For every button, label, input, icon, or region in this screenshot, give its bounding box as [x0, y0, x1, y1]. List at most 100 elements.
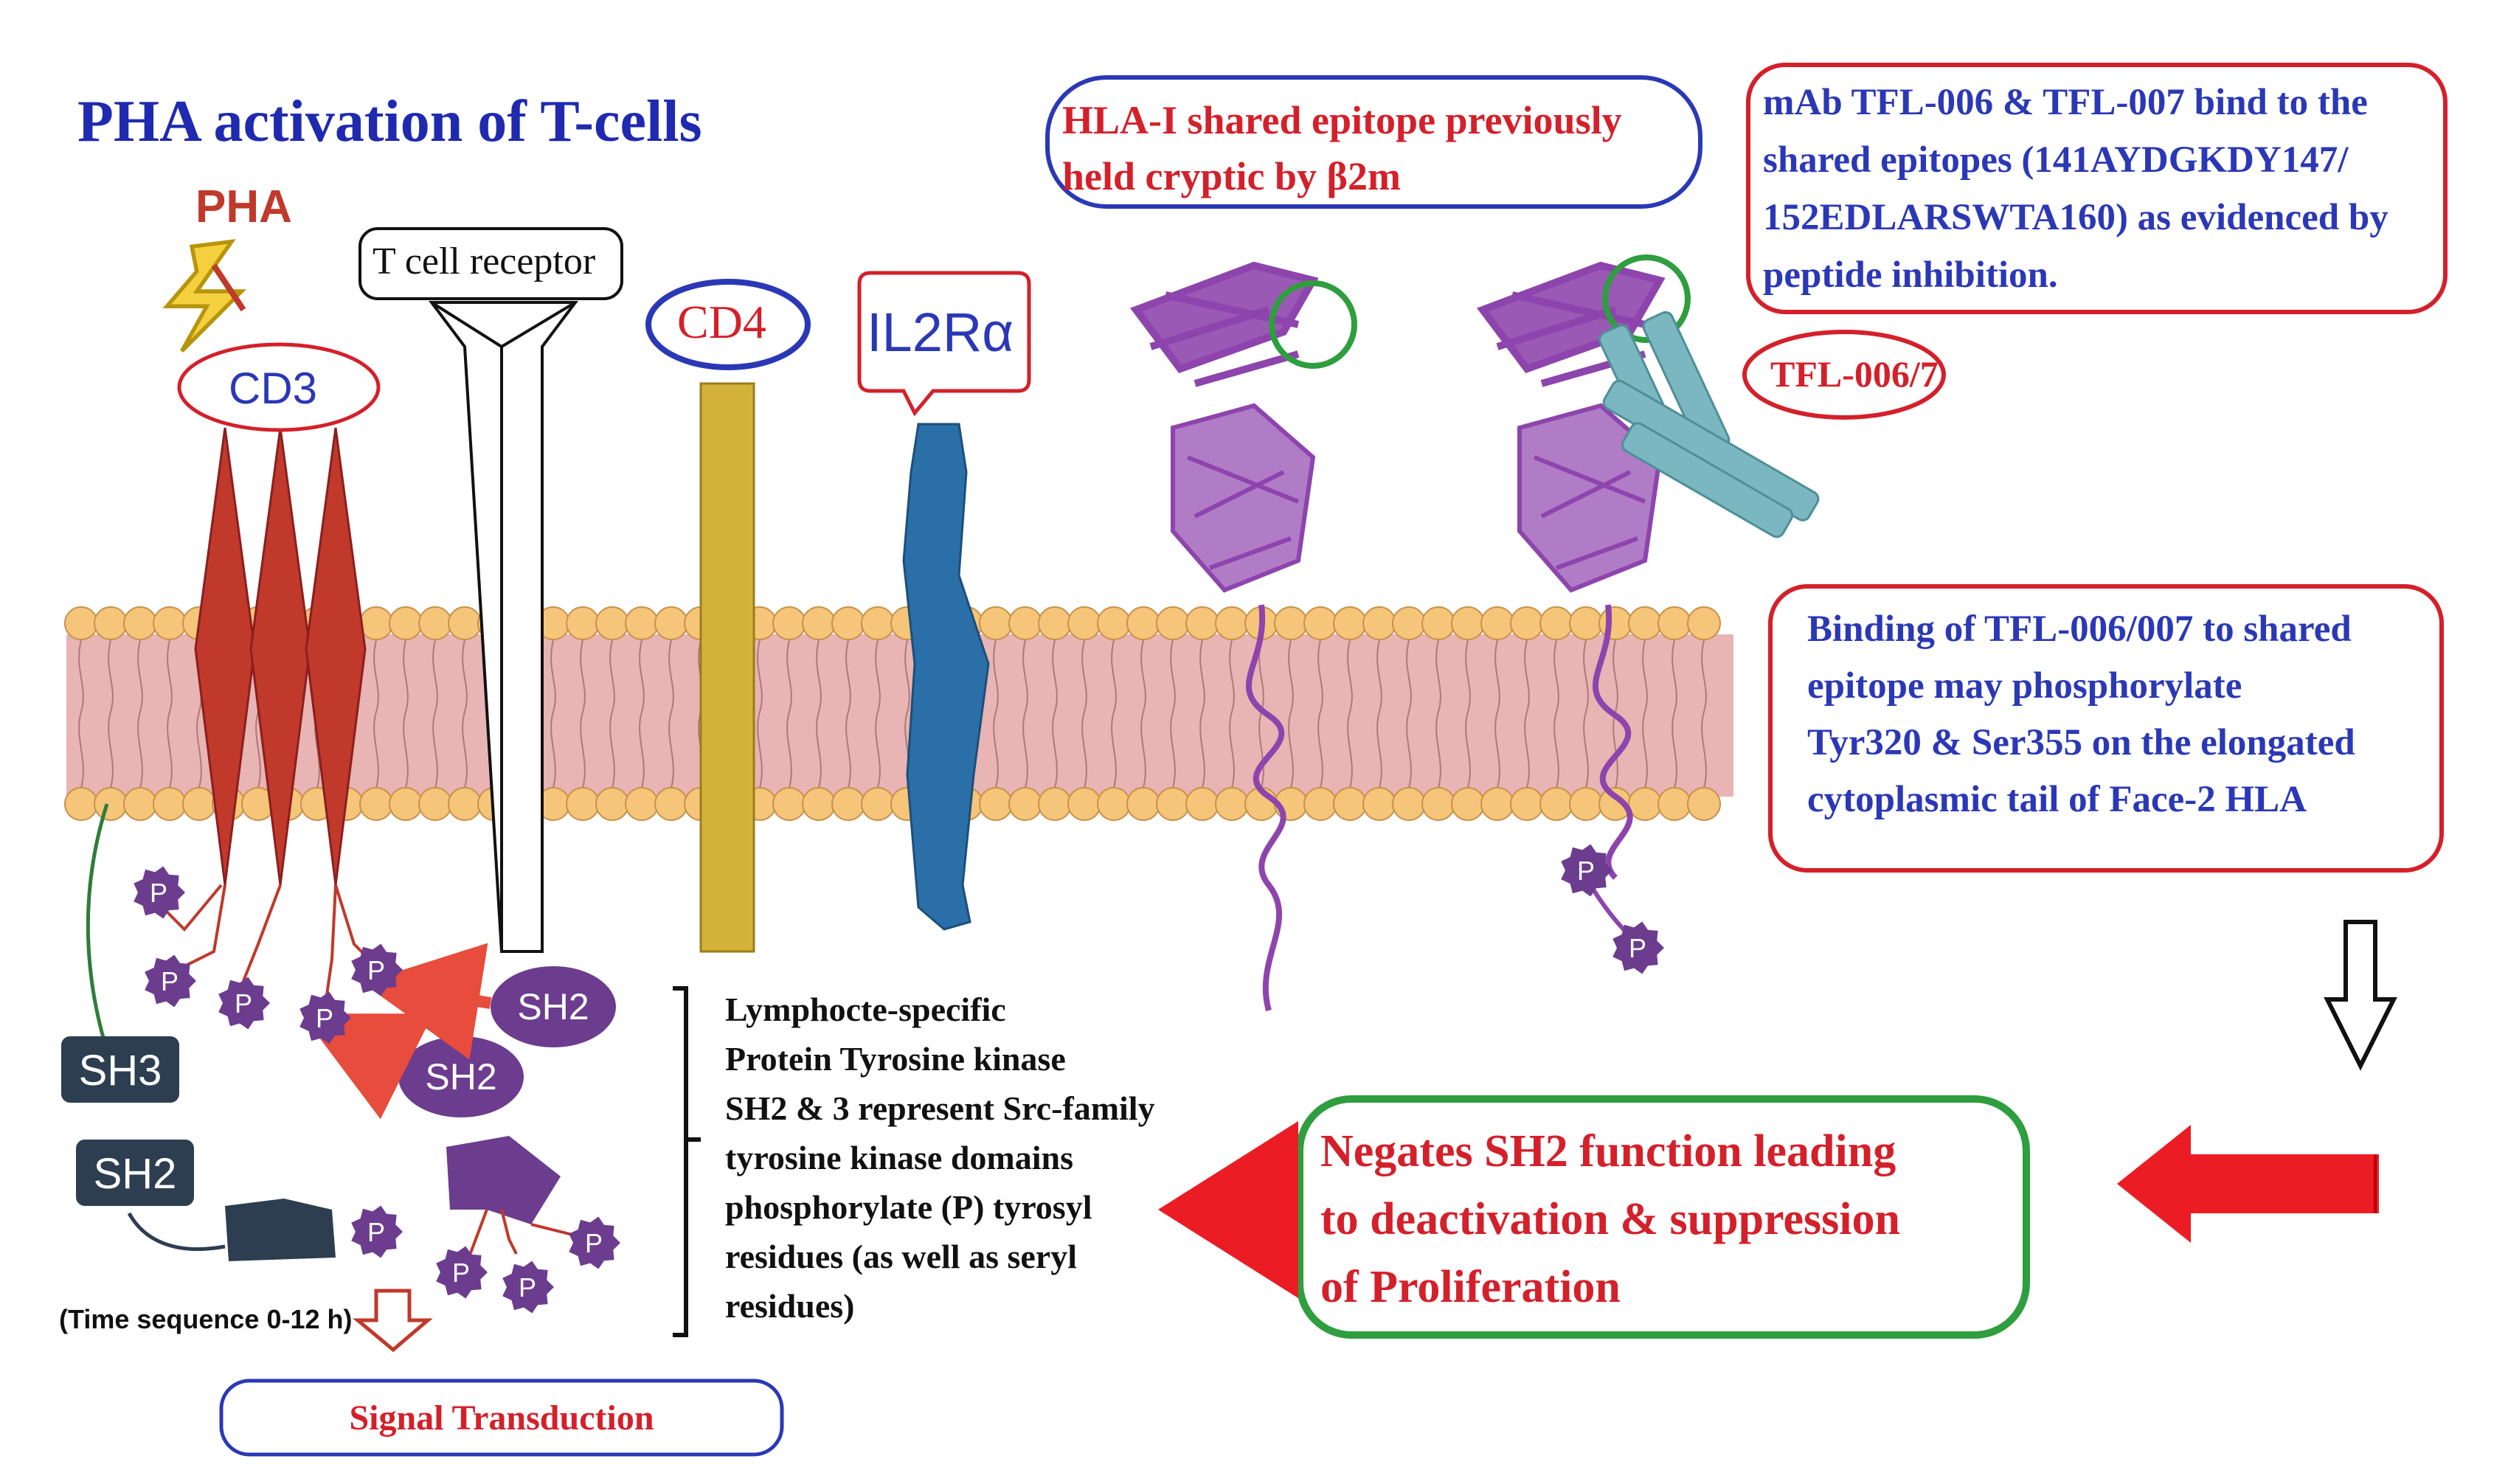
lipid-tail — [993, 639, 999, 788]
lipid-head — [1215, 606, 1249, 640]
lipid-head — [1362, 787, 1396, 821]
cd4-rod — [699, 382, 755, 953]
lipid-head — [802, 787, 836, 821]
lipid-head — [123, 787, 157, 821]
pha-label: PHA — [195, 181, 292, 232]
lipid-tail — [1288, 639, 1294, 788]
lipid-head — [654, 787, 688, 821]
kinase-domain — [225, 1199, 336, 1261]
binding-line-4: cytoplasmic tail of Face-2 HLA — [1807, 779, 2307, 820]
negates-line-2: to deactivation & suppression — [1320, 1194, 1900, 1244]
lipid-head — [153, 606, 187, 640]
phospho-badge — [502, 1261, 554, 1314]
lipid-tail — [1524, 639, 1530, 788]
phospho-badge — [436, 1246, 488, 1299]
sh3-box — [61, 1036, 179, 1103]
phospho-group: P — [351, 1205, 403, 1258]
lipid-head — [418, 787, 452, 821]
lipid-tail — [137, 639, 143, 788]
lck-line-3: SH2 & 3 represent Src-family — [725, 1089, 1155, 1127]
lipid-head — [1510, 787, 1544, 821]
lipid-tail — [1406, 639, 1412, 788]
lck-note: Lymphocte-specific Protein Tyrosine kina… — [725, 985, 1197, 1331]
phospho-group: P — [1561, 844, 1612, 897]
lightning-bolt-icon — [162, 239, 247, 353]
lipid-tail — [757, 639, 763, 788]
lipid-head — [1008, 606, 1042, 640]
sh2-arrow-lower — [301, 1013, 434, 1120]
kinase-blob — [446, 1136, 561, 1224]
sh2-oval-upper — [491, 966, 616, 1047]
sh2-label-upper: SH2 — [517, 986, 589, 1027]
il2ra-callout-bubble — [857, 271, 1031, 417]
hollow-down-arrow-icon — [2324, 920, 2397, 1071]
hla-molecule-2 — [1476, 261, 1666, 954]
antibody-shape — [1598, 311, 1820, 538]
phospho-label: P — [452, 1258, 470, 1288]
signal-transduction-box — [219, 1379, 784, 1457]
il2ra-label: IL2Rα — [867, 302, 1014, 363]
pha-arrow — [211, 263, 246, 312]
lipid-tail — [609, 639, 615, 788]
phospho-badge — [145, 954, 196, 1008]
lipid-tail — [1052, 639, 1058, 788]
lipid-tail — [786, 639, 792, 788]
lipid-tail — [875, 639, 881, 788]
lipid-head — [1362, 606, 1396, 640]
phospho-group: P — [502, 1261, 554, 1314]
lipid-head — [182, 787, 216, 821]
lipid-head — [1126, 787, 1160, 821]
mab-callout-box — [1746, 63, 2448, 314]
lipid-tail — [1376, 639, 1382, 788]
lipid-head — [654, 606, 688, 640]
lipid-head — [1628, 606, 1662, 640]
lipid-head — [1539, 787, 1573, 821]
phospho-badge — [1561, 844, 1612, 897]
sh2-box-left — [76, 1140, 194, 1206]
lipid-head — [625, 787, 659, 821]
phospho-label: P — [235, 988, 252, 1019]
binding-line-3: Tyr320 & Ser355 on the elongated — [1807, 722, 2355, 763]
signal-transduction-label: Signal Transduction — [349, 1398, 654, 1438]
lipid-tail — [373, 639, 379, 788]
lipid-tail — [1022, 639, 1028, 788]
sh2-arrow-upper — [361, 943, 492, 1060]
lipid-tail — [1494, 639, 1500, 788]
lipid-head — [1097, 787, 1131, 821]
lipid-head — [1451, 787, 1485, 821]
lipid-head — [94, 787, 128, 821]
phospho-badge — [351, 943, 403, 996]
hla-epitope-line-2: held cryptic by β2m — [1062, 154, 1401, 198]
lipid-head — [772, 787, 806, 821]
phospho-group: P — [1612, 921, 1664, 974]
phospho-badge — [569, 1216, 620, 1269]
lipid-head — [1008, 787, 1042, 821]
lipid-tail — [1583, 639, 1589, 788]
signal-down-arrow-icon — [353, 1289, 433, 1353]
lipid-tail — [1642, 639, 1648, 788]
lipid-tail — [1199, 639, 1205, 788]
phospho-badge — [134, 866, 185, 919]
lipid-head — [979, 606, 1013, 640]
lipid-head — [1687, 606, 1721, 640]
lipid-tail — [1317, 639, 1323, 788]
negates-callout: Negates SH2 function leading to deactiva… — [1320, 1117, 1900, 1321]
lipid-head — [1392, 787, 1426, 821]
phospho-badge — [218, 977, 270, 1030]
lipid-head — [1480, 787, 1514, 821]
lipid-head — [625, 606, 659, 640]
lipid-head — [1598, 606, 1632, 640]
lipid-head — [153, 787, 187, 821]
lipid-tail — [639, 639, 645, 788]
tcr-label-box — [358, 227, 623, 300]
phospho-badge — [351, 1205, 403, 1258]
mab-line-2: shared epitopes (141AYDGKDY147/ — [1763, 139, 2349, 181]
lipid-head — [1510, 606, 1544, 640]
negates-line-3: of Proliferation — [1320, 1262, 1621, 1312]
lipid-head — [566, 787, 600, 821]
hla-epitope-line-1: HLA-I shared epitope previously — [1062, 98, 1622, 142]
lipid-head — [1126, 606, 1160, 640]
lck-line-2: Protein Tyrosine kinase — [725, 1040, 1066, 1078]
